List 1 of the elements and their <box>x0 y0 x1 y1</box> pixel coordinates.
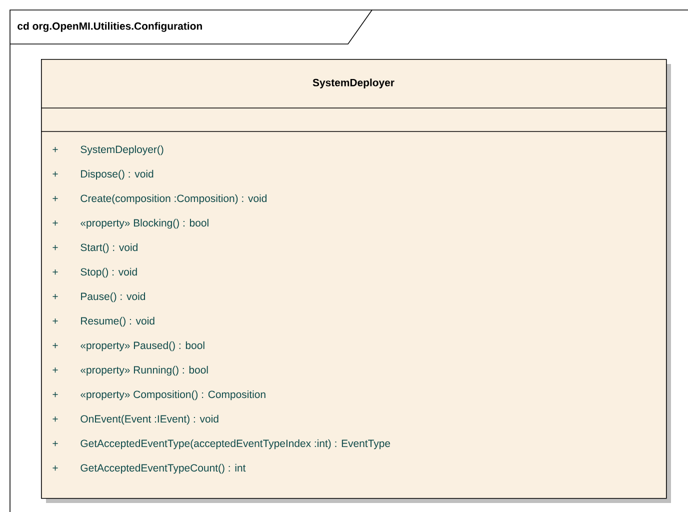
class-box: SystemDeployer + SystemDeployer() + Dispose() : void + Create(composition :Composition) : void + «property» Blocking() : bool + Start() : void + Stop() : void + Pause() : void + Resume() : void + «property» Paused() : bool + «property» Running() : bool + «property» Composition() : Composition + OnEvent(Event :IEvent) : void + GetAcceptedEventType(acceptedEventTypeIndex :int) : EventType + GetAcceptedEventTypeCount() : int <box>40 59 671 503</box>
